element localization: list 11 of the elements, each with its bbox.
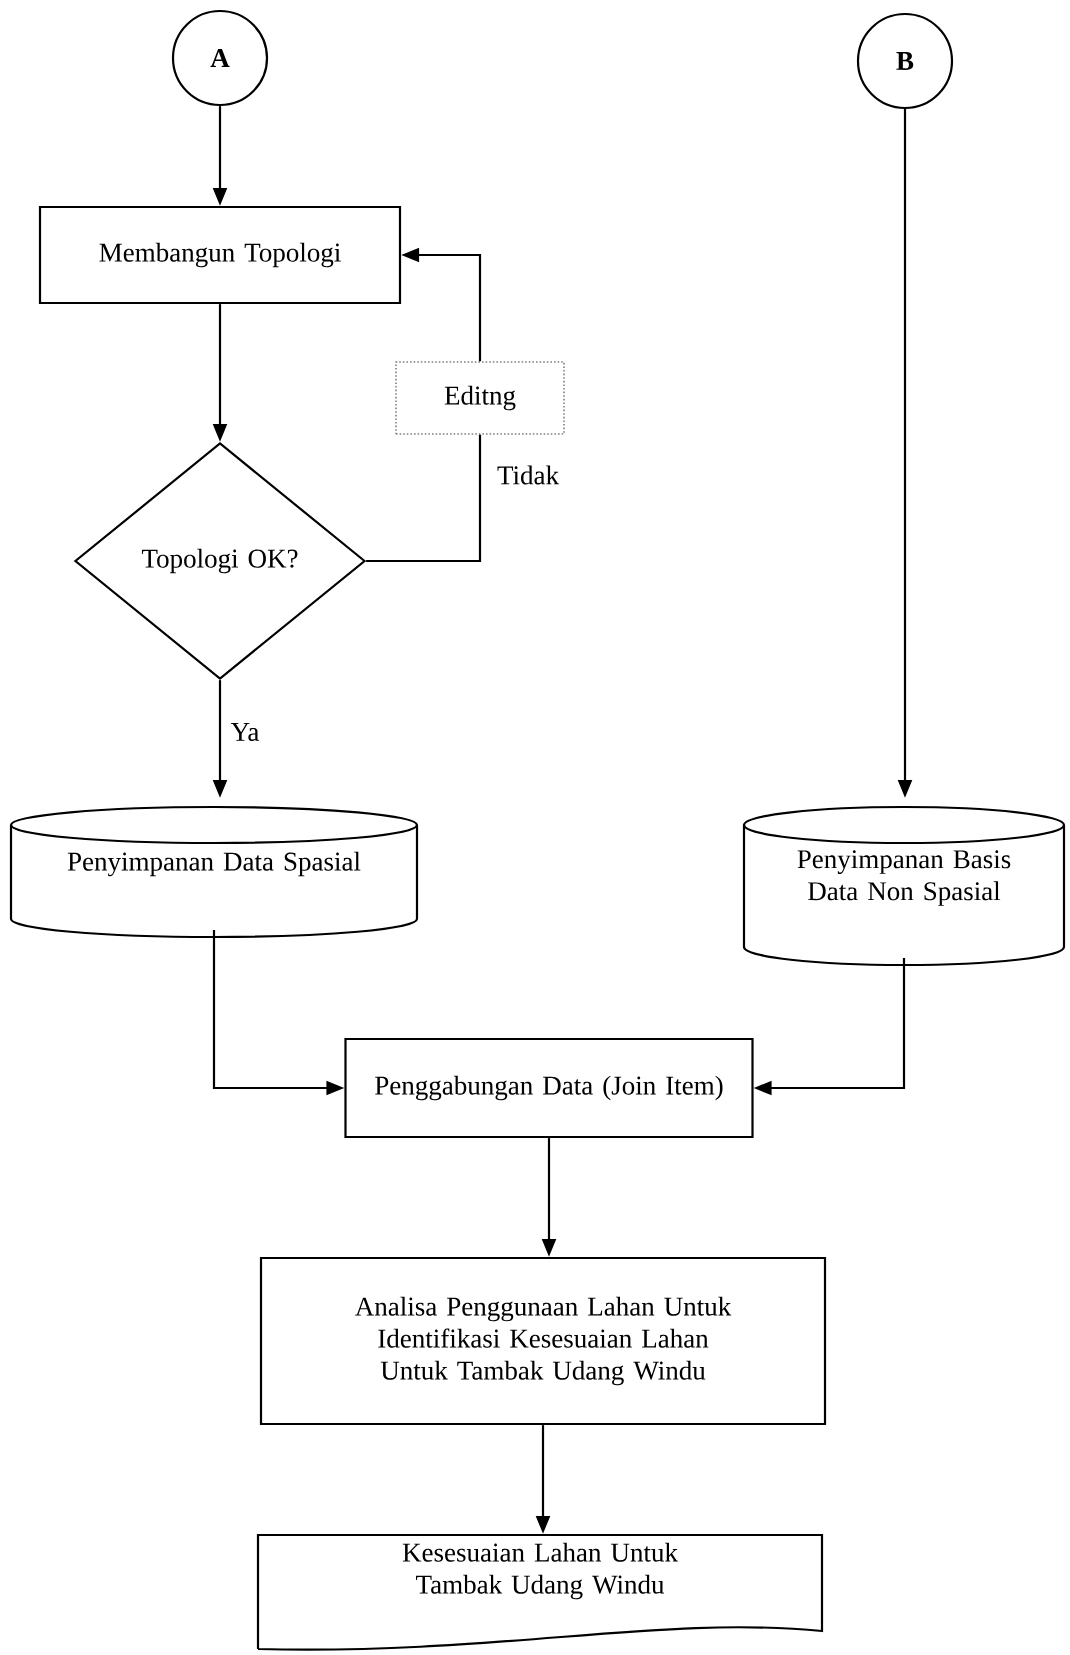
process-box: Penggabungan Data (Join Item)	[344, 1037, 754, 1139]
node-label: Penyimpanan Data Spasial	[67, 851, 361, 877]
process-box: Analisa Penggunaan Lahan Untuk Identifikasi Kesesuaian Lahan Untuk Tambak Udang Windu	[259, 1256, 827, 1426]
process-box: Editng	[395, 361, 565, 435]
document-shape: Kesesuaian Lahan Untuk Tambak Udang Windu	[256, 1533, 824, 1651]
database-cylinder: Penyimpanan Data Spasial	[9, 805, 419, 939]
node-label: Penyimpanan Basis Data Non Spasial	[797, 850, 1011, 906]
edge-label: Tidak	[493, 461, 563, 489]
edge-label: Ya	[226, 719, 264, 745]
process-box: Membangun Topologi	[38, 205, 402, 305]
database-cylinder: Penyimpanan Basis Data Non Spasial	[742, 805, 1066, 967]
